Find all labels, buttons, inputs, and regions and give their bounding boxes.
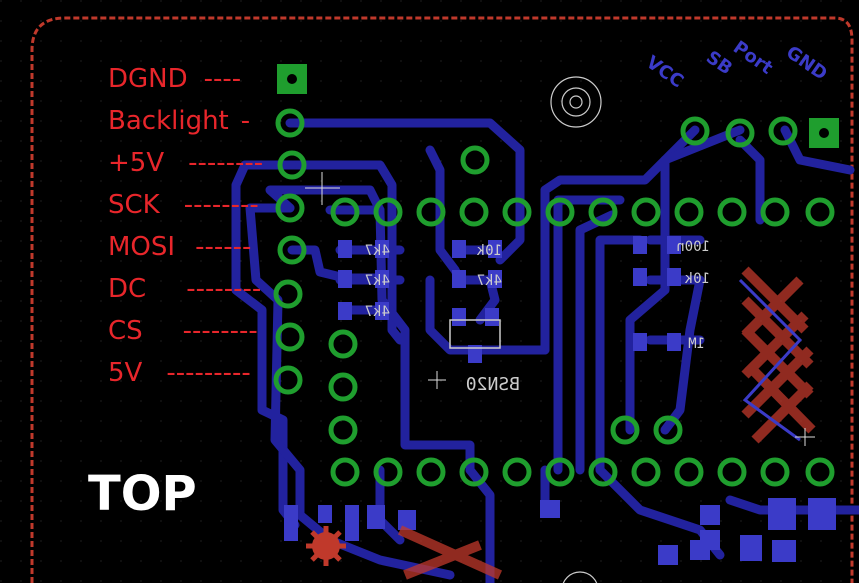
pin-label-plus5v: +5V-------- xyxy=(108,148,264,178)
pin-label-dc: DC-------- xyxy=(108,274,262,304)
board-outline xyxy=(30,16,854,583)
pin-label-mosi: MOSI------ xyxy=(108,232,252,262)
left-connector xyxy=(273,64,307,395)
pin-label-dgnd: DGND---- xyxy=(108,64,242,94)
svg-text:10k: 10k xyxy=(684,271,710,287)
pin-label-cs: CS-------- xyxy=(108,316,258,346)
right-header xyxy=(680,116,839,148)
svg-text:10k: 10k xyxy=(476,243,502,259)
svg-text:4k7: 4k7 xyxy=(477,273,502,289)
pin-label-backlight: Backlight- xyxy=(108,106,251,136)
svg-text:100n: 100n xyxy=(676,239,710,255)
pin-label-5v: 5V--------- xyxy=(108,358,251,388)
pin-rows xyxy=(328,145,835,487)
svg-text:1M: 1M xyxy=(688,336,705,352)
smd-silkscreen: 4k7 4k7 4k7 10k 4k7 100n 10k 1M BSN20 xyxy=(365,239,710,395)
pin-label-sck: SCK-------- xyxy=(108,190,259,220)
bottom-layer-outline xyxy=(738,278,803,442)
ic-outline xyxy=(449,319,501,349)
mounting-hole xyxy=(550,76,602,128)
layer-label: TOP xyxy=(88,466,197,522)
smd-pads xyxy=(284,236,836,565)
ic-label: BSN20 xyxy=(466,374,520,395)
svg-text:4k7: 4k7 xyxy=(365,273,390,289)
svg-text:4k7: 4k7 xyxy=(365,243,390,259)
origin-crosshair xyxy=(305,172,340,205)
svg-text:4k7: 4k7 xyxy=(365,304,390,320)
